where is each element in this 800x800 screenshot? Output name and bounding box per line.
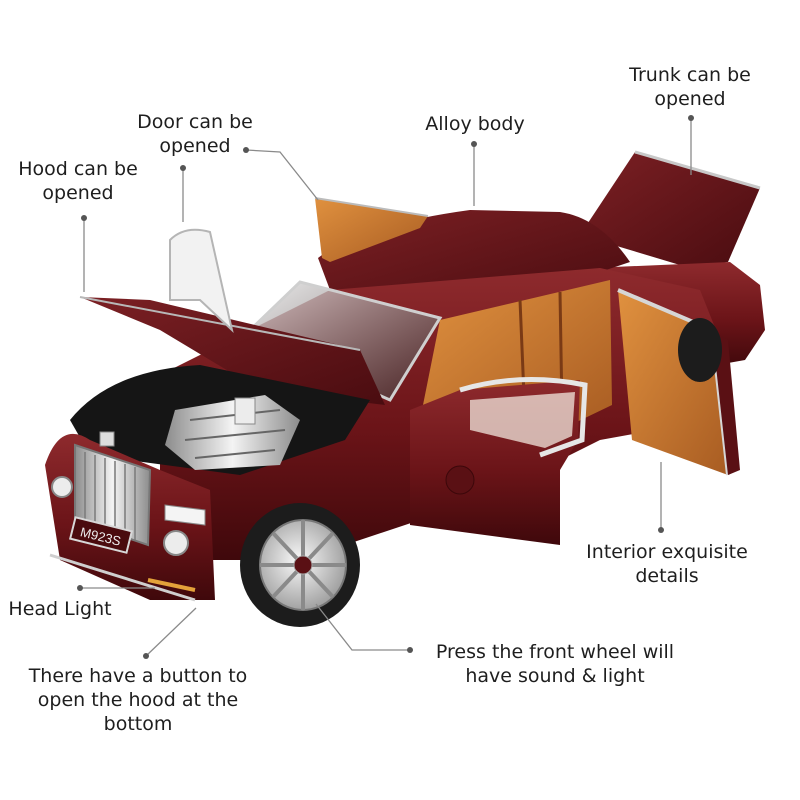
- label-wheel: Press the front wheel will have sound & …: [435, 641, 675, 687]
- label-interior: Interior exquisite details: [586, 541, 748, 587]
- callout-lines: [77, 115, 694, 659]
- front-wheel: [240, 503, 360, 627]
- label-trunk: Trunk can be opened: [629, 64, 751, 110]
- front-door: [410, 377, 588, 545]
- label-hood-button: There have a button to open the hood at …: [28, 665, 248, 735]
- hood: [79, 296, 385, 405]
- label-alloy-body: Alloy body: [425, 113, 525, 135]
- trunk-lid: [580, 150, 761, 268]
- engine-bay: [70, 365, 370, 475]
- bumper-trim: [49, 553, 196, 602]
- rear-wheel: [678, 318, 722, 382]
- label-door: Door can be opened: [137, 111, 253, 157]
- label-headlight: Head Light: [8, 598, 112, 620]
- headlights: [51, 476, 206, 556]
- far-door-frame: [169, 228, 234, 333]
- fog-light: [147, 578, 196, 592]
- far-front-door: [314, 197, 429, 262]
- grille: [74, 431, 152, 547]
- label-hood: Hood can be opened: [18, 158, 138, 204]
